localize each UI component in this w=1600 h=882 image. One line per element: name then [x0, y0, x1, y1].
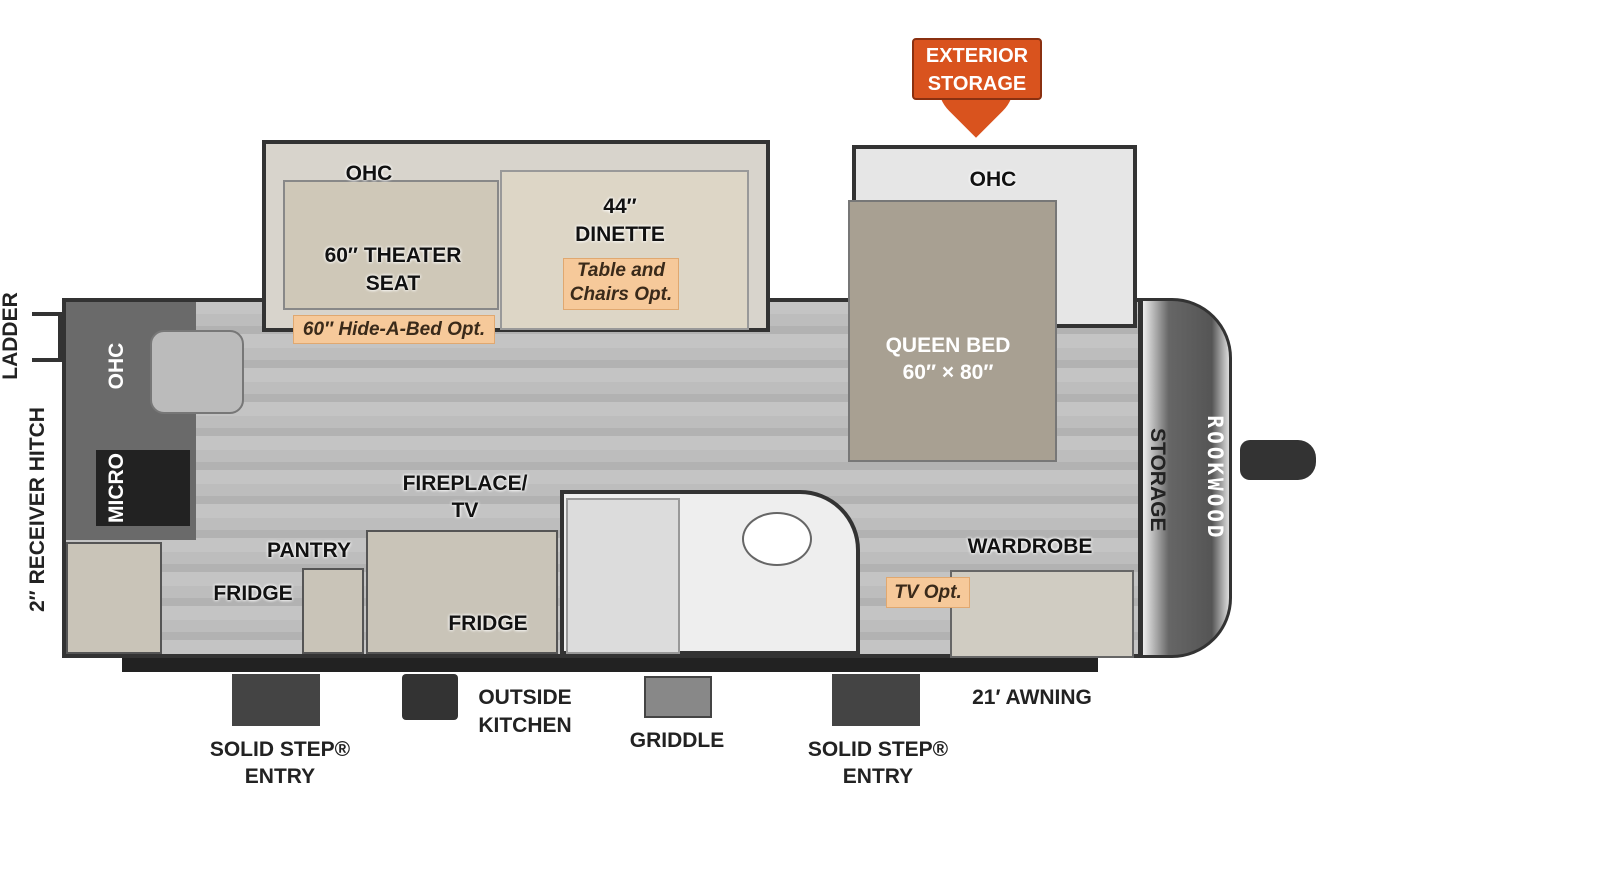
outside-kitchen-label-2: KITCHEN: [478, 714, 572, 737]
griddle-icon: [644, 676, 712, 718]
outside-kitchen-icon: [402, 674, 458, 720]
storage-label: STORAGE: [1146, 428, 1169, 532]
table-chairs-option: Table and Chairs Opt.: [563, 258, 679, 310]
awning-label: 21′ AWNING: [972, 686, 1092, 709]
outside-kitchen-label-1: OUTSIDE: [478, 686, 572, 709]
fridge-label-2: FRIDGE: [448, 612, 528, 635]
exterior-storage-label-2: STORAGE: [927, 73, 1027, 95]
rear-entry-label-1: SOLID STEP®: [209, 738, 351, 761]
queen-bed: [848, 200, 1057, 462]
ohc-kitchen-label: OHC: [105, 342, 128, 390]
ladder-label: LADDER: [0, 292, 22, 380]
hitch-jack: [1240, 440, 1316, 480]
rookwood-logo: ROOKWOOD: [1203, 415, 1227, 541]
front-step-icon: [832, 674, 920, 726]
rear-cabinet: [66, 542, 162, 654]
theater-seat-label-1: 60″ THEATER: [324, 244, 462, 267]
fridge-label-1: FRIDGE: [213, 582, 293, 605]
pantry-label: PANTRY: [267, 539, 351, 562]
front-entry-label-1: SOLID STEP®: [807, 738, 949, 761]
fireplace-tv-label-2: TV: [451, 499, 479, 522]
shower: [566, 498, 680, 654]
stove-icon: [96, 450, 190, 526]
fireplace-cabinet: [366, 530, 558, 654]
queen-bed-label-1: QUEEN BED: [885, 334, 1011, 357]
rear-step-icon: [232, 674, 320, 726]
theater-seat-label-2: SEAT: [365, 272, 421, 295]
dinette-label-2: DINETTE: [575, 223, 665, 246]
ohc-bed-label: OHC: [969, 168, 1017, 191]
ladder-icon: [32, 312, 62, 362]
tv-option: TV Opt.: [886, 577, 970, 608]
exterior-storage-badge: EXTERIOR STORAGE: [912, 38, 1042, 100]
front-cap: [1140, 298, 1232, 658]
dinette-label-1: 44″: [603, 195, 637, 218]
wardrobe-label: WARDROBE: [967, 535, 1093, 558]
awning-rail: [122, 658, 1098, 672]
toilet-icon: [742, 512, 812, 566]
rear-entry-label-2: ENTRY: [244, 765, 316, 788]
exterior-storage-label-1: EXTERIOR: [925, 45, 1029, 67]
hide-a-bed-option: 60″ Hide-A-Bed Opt.: [293, 315, 495, 344]
ohc-living-label: OHC: [345, 162, 393, 185]
queen-bed-label-2: 60″ × 80″: [902, 361, 994, 384]
fireplace-tv-label-1: FIREPLACE/: [402, 472, 528, 495]
micro-label: MICRO: [105, 453, 128, 523]
receiver-hitch-label: 2″ RECEIVER HITCH: [26, 407, 49, 612]
theater-seat: [283, 180, 499, 310]
table-chairs-option-line-2: Chairs Opt.: [569, 284, 673, 305]
sink-icon: [150, 330, 244, 414]
griddle-label: GRIDDLE: [629, 729, 725, 752]
front-entry-label-2: ENTRY: [842, 765, 914, 788]
pantry-cabinet: [302, 568, 364, 654]
wardrobe-cabinet: [950, 570, 1134, 658]
table-chairs-option-line-1: Table and: [577, 260, 665, 281]
